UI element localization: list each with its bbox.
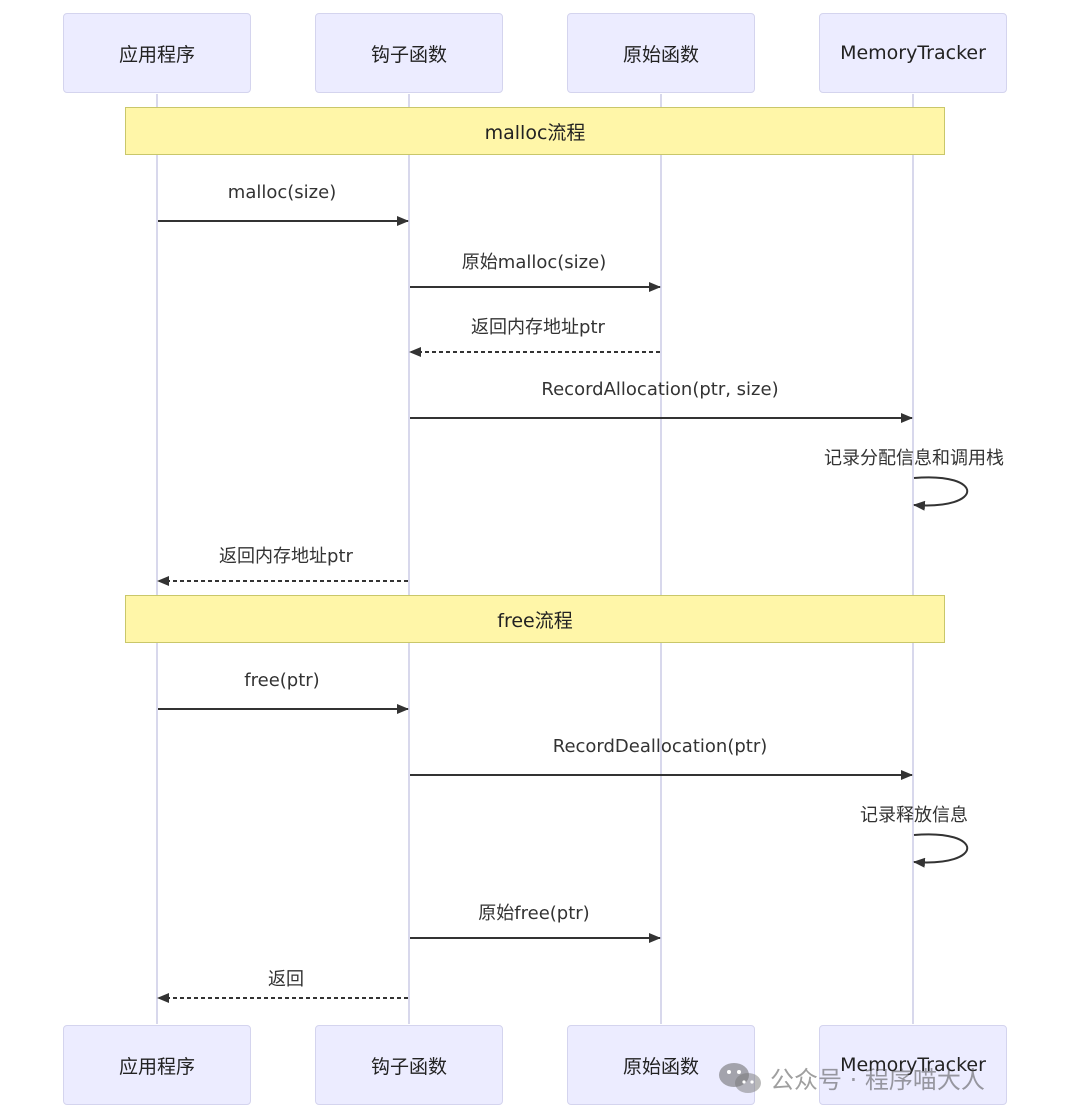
- label-original-malloc: 原始malloc(size): [461, 252, 607, 273]
- participant-app-bottom: 应用程序: [63, 1025, 251, 1105]
- label-free: free(ptr): [244, 670, 320, 691]
- note-malloc-flow: malloc流程: [125, 107, 945, 155]
- label-return-ptr-2: 返回内存地址ptr: [219, 546, 353, 567]
- label-malloc: malloc(size): [227, 182, 337, 203]
- label-record-deallocation: RecordDeallocation(ptr): [552, 736, 768, 757]
- label-record-allocation: RecordAllocation(ptr, size): [541, 379, 779, 400]
- wechat-icon: [719, 1062, 761, 1093]
- watermark-text: 公众号 · 程序喵大人: [770, 1066, 985, 1094]
- participant-app-top: 应用程序: [63, 13, 251, 93]
- lifeline-original: [660, 94, 662, 1024]
- participant-hook-bottom: 钩子函数: [315, 1025, 503, 1105]
- label-self-record-free: 记录释放信息: [860, 805, 968, 826]
- participant-original-top: 原始函数: [567, 13, 755, 93]
- label-return: 返回: [268, 969, 304, 990]
- arrow-self-record-alloc: [913, 476, 969, 511]
- label-return-ptr-1: 返回内存地址ptr: [471, 317, 605, 338]
- watermark: 公众号 · 程序喵大人: [718, 1060, 985, 1095]
- label-original-free: 原始free(ptr): [478, 903, 590, 924]
- lifeline-hook: [408, 94, 410, 1024]
- participant-hook-top: 钩子函数: [315, 13, 503, 93]
- label-self-record-alloc: 记录分配信息和调用栈: [824, 448, 1004, 469]
- lifeline-app: [156, 94, 158, 1024]
- arrow-self-record-free: [913, 833, 969, 868]
- lifeline-tracker: [912, 94, 914, 1024]
- participant-tracker-top: MemoryTracker: [819, 13, 1007, 93]
- participant-tracker-bottom: MemoryTracker: [819, 1025, 1007, 1105]
- note-free-flow: free流程: [125, 595, 945, 643]
- participant-original-bottom: 原始函数: [567, 1025, 755, 1105]
